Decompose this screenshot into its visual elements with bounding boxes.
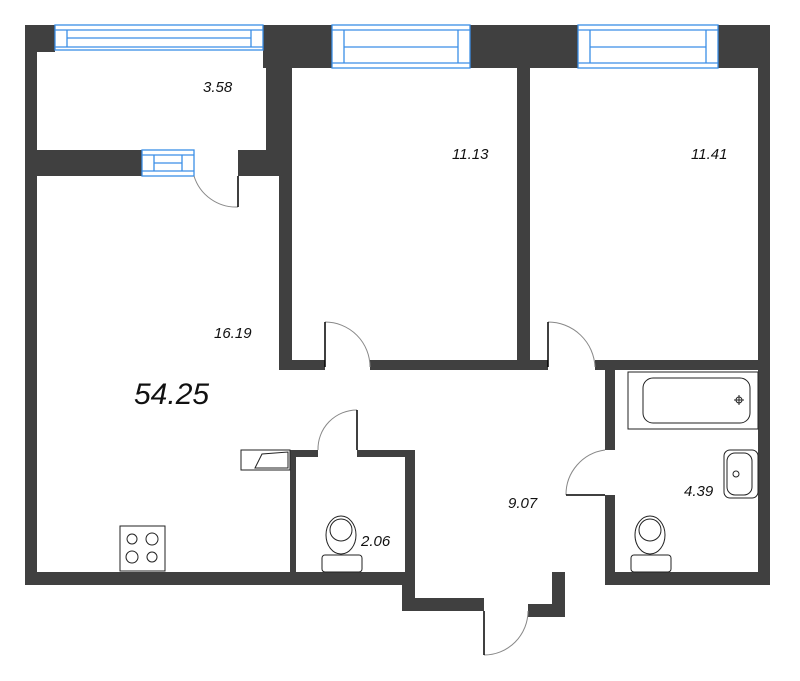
toilet-bathroom <box>630 515 672 573</box>
kitchen-stove <box>119 525 166 572</box>
walls <box>25 25 770 617</box>
toilet-wc <box>321 515 363 573</box>
area-living-kitchen: 16.19 <box>214 325 252 342</box>
bathroom-sink <box>723 449 759 499</box>
area-toilet: 2.06 <box>360 533 391 550</box>
doors <box>193 175 606 656</box>
bathtub <box>627 371 759 430</box>
area-bedroom-2: 11.41 <box>691 146 727 163</box>
area-bathroom: 4.39 <box>684 483 714 500</box>
window-bedroom-1 <box>331 24 471 69</box>
window-bedroom-2 <box>577 24 719 69</box>
area-balcony: 3.58 <box>203 79 233 96</box>
area-hallway: 9.07 <box>508 495 538 512</box>
fixtures <box>119 371 759 573</box>
window-balcony-door <box>141 149 195 177</box>
area-bedroom-1: 11.13 <box>452 146 489 163</box>
kitchen-counter <box>240 449 291 471</box>
window-balcony <box>54 24 264 51</box>
area-labels: 3.58 11.13 11.41 16.19 54.25 9.07 4.39 2… <box>134 79 727 550</box>
total-area: 54.25 <box>134 378 209 411</box>
